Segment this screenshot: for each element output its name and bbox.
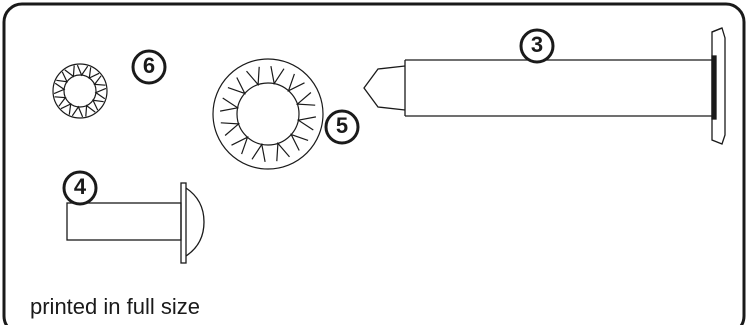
pin-tip xyxy=(363,65,406,111)
washer-5-tooth xyxy=(220,122,241,136)
washer-5-tooth xyxy=(219,97,240,112)
rivet-dome xyxy=(185,187,205,257)
callout-5-label: 5 xyxy=(335,113,349,138)
washer-6-inner xyxy=(63,74,97,108)
washer-5-tooth xyxy=(227,77,246,95)
part-4-rivet xyxy=(66,182,205,264)
part-3-pin xyxy=(363,27,726,145)
callout-6-circle xyxy=(131,49,167,85)
scale-caption: printed in full size xyxy=(30,294,200,319)
pin-head-line xyxy=(711,27,723,33)
washer-5-tooth xyxy=(296,116,317,131)
washer-6-teeth xyxy=(53,64,107,118)
washer-5-teeth xyxy=(219,65,317,163)
washer-6-tooth xyxy=(56,71,69,83)
washer-5-tooth xyxy=(276,141,290,162)
callout-6-label: 6 xyxy=(142,53,156,78)
washer-5-tooth xyxy=(231,136,249,155)
washer-5-tooth xyxy=(251,142,266,163)
washer-6-tooth xyxy=(91,99,104,111)
rivet-shank xyxy=(66,202,182,241)
washer-5-tooth xyxy=(295,92,316,106)
callout-3-label: 3 xyxy=(530,32,544,57)
washer-6-tooth xyxy=(88,67,100,80)
washer-6-tooth xyxy=(93,75,106,86)
callout-4-circle xyxy=(62,170,98,206)
washer-6-tooth xyxy=(94,87,107,100)
washer-6-tooth xyxy=(85,104,96,117)
washer-6-tooth xyxy=(64,65,75,78)
washer-6-tooth xyxy=(71,105,84,118)
washer-5-tooth xyxy=(290,133,309,151)
rivet-collar xyxy=(180,182,187,264)
washer-6-tooth xyxy=(53,82,66,95)
washer-6-outer xyxy=(52,63,108,119)
part-5-washer xyxy=(212,58,324,170)
washer-6-tooth xyxy=(54,96,67,107)
washer-6-tooth xyxy=(76,64,89,77)
washer-5-outer xyxy=(212,58,324,170)
washer-5-tooth xyxy=(246,66,260,87)
washer-6-tooth xyxy=(60,102,72,115)
callout-4-label: 4 xyxy=(73,174,87,199)
washer-5-tooth xyxy=(287,73,305,92)
callout-3-circle xyxy=(519,28,555,64)
washer-5-inner xyxy=(236,82,300,146)
callout-5-circle xyxy=(324,109,360,145)
washer-5-tooth xyxy=(270,65,285,86)
part-6-washer xyxy=(52,63,108,119)
pin-collar xyxy=(711,55,717,120)
